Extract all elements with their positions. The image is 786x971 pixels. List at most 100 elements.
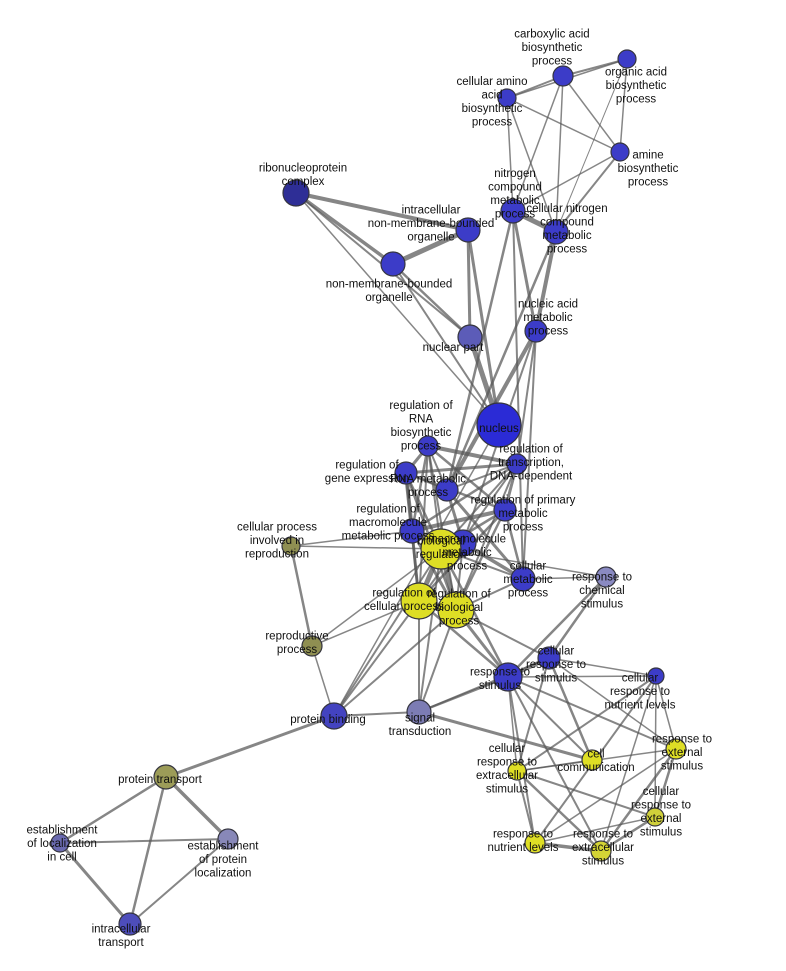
node-cell-communication[interactable] (581, 749, 603, 771)
node-label-cellular-nitrogen-compound-metabolic-process: metabolic (542, 230, 591, 242)
node-label-response-to-extracellular-stimulus: response to (573, 829, 633, 841)
edge-protein-transport--protein-binding (164, 714, 336, 779)
edge-response-to-extracellular-stimulus--cellular-response-to-external-stimulus (599, 815, 657, 853)
node-label-cellular-process-involved-in-reproduction: involved in (250, 535, 304, 547)
node-label-response-to-nutrient-levels: response to (493, 828, 553, 840)
node-cellular-metabolic-process[interactable] (510, 566, 536, 592)
node-nucleic-acid-metabolic-process[interactable] (524, 319, 548, 343)
node-cellular-response-to-external-stimulus[interactable] (645, 807, 665, 827)
node-reproductive-process[interactable] (301, 635, 323, 657)
node-intracellular-non-membrane-bounded-organelle[interactable] (455, 217, 481, 243)
node-non-membrane-bounded-organelle[interactable] (380, 251, 406, 277)
node-label-nitrogen-compound-metabolic-process: metabolic (490, 195, 539, 207)
node-cellular-process-involved-in-reproduction[interactable] (281, 536, 301, 556)
node-label-ribonucleoprotein-complex: ribonucleoprotein (259, 162, 347, 174)
node-label-nitrogen-compound-metabolic-process: compound (488, 181, 542, 193)
node-regulation-of-biological-process[interactable] (437, 591, 475, 629)
edge-nitrogen-compound-metabolic-process--rna-metabolic-process (445, 209, 515, 492)
edge-signal-transduction--biological-regulation (418, 548, 442, 713)
node-intracellular-transport[interactable] (118, 912, 142, 936)
node-organic-acid-biosynthetic-process[interactable] (617, 49, 637, 69)
node-label-cellular-amino-acid-biosynthetic-process: cellular amino (457, 76, 528, 88)
node-response-to-nutrient-levels[interactable] (524, 832, 546, 854)
edge-response-to-stimulus--cellular-response-to-nutrient-levels (507, 675, 657, 678)
edge-nitrogen-compound-metabolic-process--cellular-metabolic-process (512, 210, 524, 580)
node-regulation-of-rna-biosynthetic-process[interactable] (417, 435, 439, 457)
edge-protein-transport--establishment-of-protein-localization (164, 775, 230, 841)
edge-response-to-external-stimulus--response-to-extracellular-stimulus (599, 747, 678, 853)
node-biological-regulation[interactable] (420, 528, 462, 570)
node-response-to-external-stimulus[interactable] (665, 738, 687, 760)
node-label-regulation-of-macromolecule-metabolic-process: macromolecule (349, 517, 427, 529)
node-establishment-of-protein-localization[interactable] (217, 828, 239, 850)
edge-ribonucleoprotein-complex--non-membrane-bounded-organelle (294, 191, 395, 266)
edge-cellular-response-to-stimulus--signal-transduction (418, 657, 550, 713)
node-nuclear-part[interactable] (457, 324, 483, 350)
node-nitrogen-compound-metabolic-process[interactable] (500, 198, 526, 224)
node-label-response-to-chemical-stimulus: stimulus (581, 599, 623, 611)
edge-regulation-of-transcription-dna-dependent--regulation-of-macromolecule-metabolic-process (410, 462, 519, 533)
node-ribonucleoprotein-complex[interactable] (282, 179, 310, 207)
node-label-cellular-response-to-stimulus: cellular (538, 646, 575, 658)
node-label-cellular-process-involved-in-reproduction: reproduction (245, 549, 309, 561)
node-label-amine-biosynthetic-process: biosynthetic (618, 163, 679, 175)
node-protein-transport[interactable] (153, 764, 179, 790)
node-label-signal-transduction: transduction (389, 726, 452, 738)
edge-cell-communication--cellular-response-to-extracellular-stimulus (516, 759, 593, 772)
label-layer: carboxylic acidbiosyntheticprocessorgani… (27, 29, 713, 949)
node-signal-transduction[interactable] (406, 699, 432, 725)
node-label-carboxylic-acid-biosynthetic-process: carboxylic acid (514, 29, 589, 41)
node-label-macromolecule-metabolic-process: metabolic (442, 547, 491, 559)
node-response-to-chemical-stimulus[interactable] (595, 566, 617, 588)
edge-response-to-external-stimulus--response-to-nutrient-levels (534, 748, 677, 844)
node-regulation-of-gene-expression[interactable] (394, 461, 418, 485)
node-label-nitrogen-compound-metabolic-process: process (495, 208, 536, 220)
node-label-cellular-metabolic-process: cellular (510, 561, 547, 573)
edge-nitrogen-compound-metabolic-process--nucleic-acid-metabolic-process (511, 209, 538, 333)
node-regulation-of-cellular-process[interactable] (400, 582, 438, 620)
edge-cellular-response-to-nutrient-levels--cellular-response-to-external-stimulus (654, 675, 657, 818)
node-response-to-stimulus[interactable] (493, 662, 523, 692)
node-label-carboxylic-acid-biosynthetic-process: biosynthetic (522, 42, 583, 54)
edge-cellular-response-to-stimulus--cellular-response-to-nutrient-levels (548, 657, 657, 677)
edge-cellular-response-to-nutrient-levels--response-to-extracellular-stimulus (600, 675, 657, 852)
edge-response-to-stimulus--cell-communication (507, 676, 593, 761)
edge-amine-biosynthetic-process--cellular-nitrogen-compound-metabolic-process (555, 151, 621, 233)
edge-intracellular-non-membrane-bounded-organelle--non-membrane-bounded-organelle (390, 227, 471, 267)
node-cellular-response-to-stimulus[interactable] (537, 646, 561, 670)
edge-rna-metabolic-process--cellular-metabolic-process (445, 488, 525, 581)
node-label-cellular-metabolic-process: process (508, 588, 549, 600)
node-amine-biosynthetic-process[interactable] (610, 142, 630, 162)
node-establishment-of-localization-in-cell[interactable] (50, 833, 70, 853)
node-cellular-nitrogen-compound-metabolic-process[interactable] (543, 219, 569, 245)
node-label-response-to-external-stimulus: external (662, 747, 703, 759)
node-label-organic-acid-biosynthetic-process: biosynthetic (606, 80, 667, 92)
node-label-establishment-of-localization-in-cell: establishment (27, 825, 99, 837)
node-label-response-to-extracellular-stimulus: extracellular (572, 842, 634, 854)
edge-establishment-of-localization-in-cell--intracellular-transport (58, 841, 132, 926)
node-cellular-amino-acid-biosynthetic-process[interactable] (497, 88, 517, 108)
edge-cellular-response-to-external-stimulus--response-to-nutrient-levels (534, 816, 656, 844)
node-rna-metabolic-process[interactable] (435, 478, 459, 502)
edge-response-to-stimulus--response-to-extracellular-stimulus (507, 676, 602, 852)
node-protein-binding[interactable] (320, 702, 348, 730)
node-response-to-extracellular-stimulus[interactable] (590, 840, 612, 862)
node-label-ribonucleoprotein-complex: complex (282, 176, 325, 188)
edge-carboxylic-acid-biosynthetic-process--amine-biosynthetic-process (562, 75, 621, 153)
edge-carboxylic-acid-biosynthetic-process--cellular-nitrogen-compound-metabolic-process (555, 75, 564, 233)
edge-response-to-stimulus--response-to-chemical-stimulus (506, 575, 608, 679)
node-regulation-of-transcription-dna-dependent[interactable] (506, 453, 528, 475)
edge-protein-binding--signal-transduction (333, 711, 420, 717)
node-label-rna-metabolic-process: process (408, 487, 449, 499)
edge-nucleic-acid-metabolic-process--cellular-metabolic-process (522, 330, 537, 580)
node-cellular-response-to-nutrient-levels[interactable] (647, 667, 665, 685)
node-regulation-of-primary-metabolic-process[interactable] (493, 498, 517, 522)
node-carboxylic-acid-biosynthetic-process[interactable] (552, 65, 574, 87)
node-label-nuclear-part: nuclear part (423, 342, 485, 354)
edge-cellular-process-involved-in-reproduction--biological-regulation (290, 545, 442, 550)
node-cellular-response-to-extracellular-stimulus[interactable] (507, 761, 527, 781)
node-label-regulation-of-transcription-dna-dependent: DNA-dependent (490, 471, 573, 483)
node-nucleus[interactable] (476, 402, 522, 448)
node-label-cellular-response-to-nutrient-levels: response to (610, 686, 670, 698)
node-regulation-of-macromolecule-metabolic-process[interactable] (399, 518, 425, 544)
